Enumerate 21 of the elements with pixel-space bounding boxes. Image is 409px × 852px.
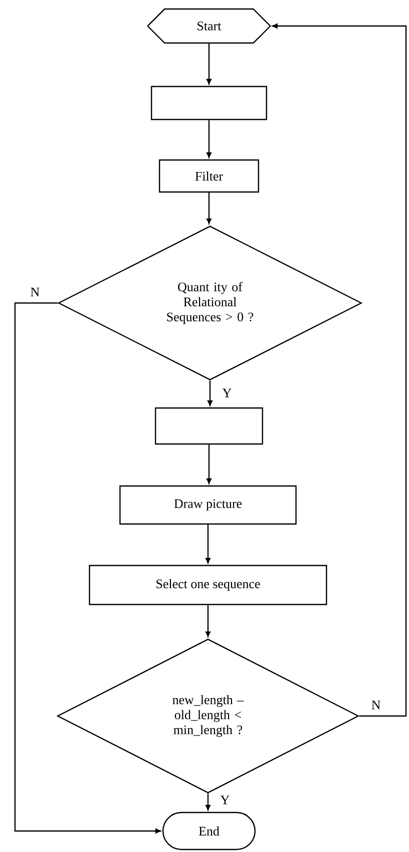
start-hexagon: Start <box>147 8 271 44</box>
edge-label: Y <box>219 794 231 806</box>
edge-label: N <box>29 286 41 298</box>
arrow <box>206 605 210 637</box>
arrow <box>208 380 212 406</box>
arrow <box>206 44 212 84</box>
arrow <box>206 192 212 224</box>
arrow <box>206 524 210 564</box>
process-box <box>150 86 268 120</box>
edge-label: N <box>370 700 382 710</box>
edge-label: Y <box>221 388 233 398</box>
process-box <box>154 407 264 445</box>
arrow <box>206 794 210 810</box>
process-box: Filter <box>158 159 260 193</box>
process-box: Select one sequence <box>88 564 328 606</box>
arrow <box>272 24 407 717</box>
process-box: Draw picture <box>119 485 297 525</box>
arrow <box>14 302 161 834</box>
arrow <box>206 120 212 158</box>
arrow <box>206 444 212 484</box>
end-terminal: End <box>162 812 256 850</box>
